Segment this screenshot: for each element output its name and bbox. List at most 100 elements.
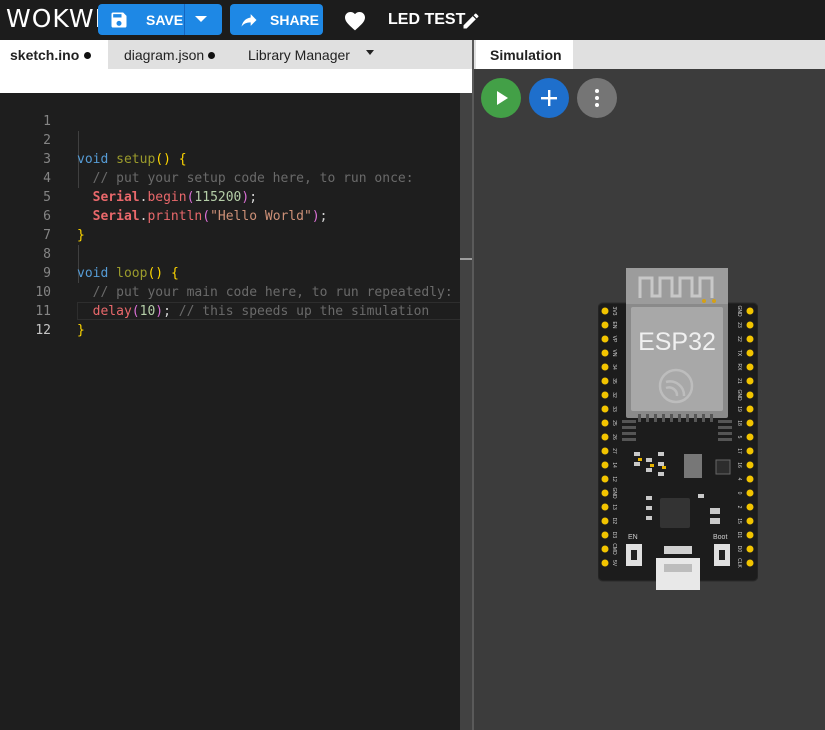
plus-icon — [541, 90, 557, 106]
tab-sketch-ino[interactable]: sketch.ino — [0, 40, 108, 69]
editor-scrollbar[interactable] — [460, 93, 472, 730]
save-dropdown-chevron-icon[interactable] — [195, 16, 207, 22]
pin-label: 27 — [611, 448, 617, 454]
pin-label: EN — [611, 322, 617, 329]
pin-label: 22 — [736, 336, 742, 342]
pin-label: 17 — [736, 448, 742, 454]
pin-label: VP — [611, 336, 617, 343]
tab-label: diagram.json — [124, 47, 205, 63]
code-text: } — [77, 323, 85, 338]
pin-label: D1 — [736, 532, 742, 539]
code-line[interactable]: 7 — [0, 207, 472, 243]
code-line[interactable]: 8 void loop() { — [0, 226, 472, 281]
tab-diagram-json[interactable]: diagram.json — [113, 40, 223, 69]
save-button[interactable]: SAVE — [98, 4, 222, 35]
start-simulation-button[interactable] — [481, 78, 521, 118]
code-line[interactable]: 2 void setup() { — [0, 112, 472, 167]
save-label: SAVE — [146, 11, 184, 28]
editor-header-strip — [0, 69, 472, 93]
pin-label: 4 — [736, 478, 742, 481]
wokwi-logo[interactable]: WOKWI — [6, 4, 103, 33]
pin-label: GND — [611, 487, 617, 499]
pin-labels-left: 3V3ENVPVN343532332526271412GND13D2D3CMD5… — [611, 307, 617, 567]
floppy-disk-icon — [111, 12, 127, 27]
line-number: 9 — [43, 266, 51, 281]
pin-label: 34 — [611, 364, 617, 370]
pin-label: 18 — [736, 420, 742, 426]
pin-label: 5V — [611, 560, 617, 567]
line-number: 12 — [35, 323, 51, 338]
pin-label: 13 — [611, 504, 617, 510]
code-text: // put your setup code here, to run once… — [92, 171, 414, 186]
code-line[interactable]: 6 } — [0, 188, 472, 243]
pin-label: 16 — [736, 462, 742, 468]
pin-label: GND — [736, 305, 742, 317]
line-number: 5 — [43, 190, 51, 205]
code-editor[interactable]: 1 2 void setup() { 3 // put your setup c… — [0, 93, 472, 730]
espressif-logo-icon — [658, 368, 694, 404]
line-number: 3 — [43, 152, 51, 167]
code-line[interactable]: 3 // put your setup code here, to run on… — [0, 131, 472, 186]
code-line[interactable]: 11 } — [0, 283, 472, 338]
pin-label: D0 — [736, 546, 742, 553]
code-text: Serial.begin(115200); — [92, 190, 258, 205]
more-options-button[interactable] — [577, 78, 617, 118]
code-text: void setup() { — [77, 152, 187, 167]
pin-label: 32 — [611, 392, 617, 398]
pin-label: TX — [736, 350, 742, 357]
tab-simulation[interactable]: Simulation — [476, 40, 573, 69]
heart-icon[interactable] — [343, 9, 367, 31]
indent-guide — [78, 131, 79, 188]
pin-label: 33 — [611, 406, 617, 412]
line-number: 7 — [43, 228, 51, 243]
code-line[interactable]: 1 — [0, 93, 472, 129]
code-line[interactable]: 4 Serial.begin(115200); — [0, 150, 472, 205]
pin-label: 15 — [736, 518, 742, 524]
code-line[interactable]: 10 delay(10); // this speeds up the simu… — [0, 264, 472, 319]
code-line[interactable]: 12 — [0, 302, 472, 338]
line-number: 11 — [35, 304, 51, 319]
code-text: delay(10); // this speeds up the simulat… — [92, 304, 430, 319]
pin-label: GND — [736, 389, 742, 401]
code-text: Serial.println("Hello World"); — [92, 209, 328, 224]
code-text: } — [77, 228, 85, 243]
project-title[interactable]: LED TEST — [388, 11, 466, 28]
share-label: SHARE — [270, 11, 320, 28]
pin-label: 5 — [736, 436, 742, 439]
line-number: 2 — [43, 133, 51, 148]
pin-label: 12 — [611, 476, 617, 482]
tab-label: sketch.ino — [10, 47, 80, 63]
pin-label: 35 — [611, 378, 617, 384]
pin-label: CMD — [611, 543, 617, 555]
scrollbar-marker — [460, 258, 472, 260]
play-icon — [497, 91, 508, 105]
en-label: EN — [628, 534, 638, 541]
indent-guide — [78, 245, 79, 283]
code-line[interactable]: 5 Serial.println("Hello World"); — [0, 169, 472, 224]
tab-library-manager[interactable]: Library Manager — [237, 40, 377, 69]
pencil-icon[interactable] — [461, 11, 481, 31]
code-text: void loop() { — [77, 266, 179, 281]
pin-label: 21 — [736, 378, 742, 384]
editor-tab-bar: sketch.ino diagram.json Library Manager — [0, 40, 472, 69]
module-label: ESP32 — [638, 328, 716, 356]
line-number: 8 — [43, 247, 51, 262]
pin-label: 25 — [611, 420, 617, 426]
pin-label: 19 — [736, 406, 742, 412]
share-button[interactable]: SHARE — [230, 4, 323, 35]
pin-label: 3V3 — [611, 307, 617, 316]
esp32-devkit-board[interactable]: ESP32 EN Boot 3V3ENVPVN34353233252627141… — [598, 268, 758, 590]
pin-label: CLK — [736, 558, 742, 568]
pin-label: 14 — [611, 462, 617, 468]
line-number: 4 — [43, 171, 51, 186]
pin-label: 2 — [736, 506, 742, 509]
code-line[interactable]: 9 // put your main code here, to run rep… — [0, 245, 472, 300]
tabs-menu-chevron-icon[interactable] — [366, 50, 374, 55]
pin-label: 23 — [736, 322, 742, 328]
add-part-button[interactable] — [529, 78, 569, 118]
top-bar: WOKWI SAVE SHARE LED TEST — [0, 0, 825, 40]
code-text: // put your main code here, to run repea… — [92, 285, 453, 300]
pin-label: 0 — [736, 492, 742, 495]
pane-splitter[interactable] — [472, 40, 474, 730]
